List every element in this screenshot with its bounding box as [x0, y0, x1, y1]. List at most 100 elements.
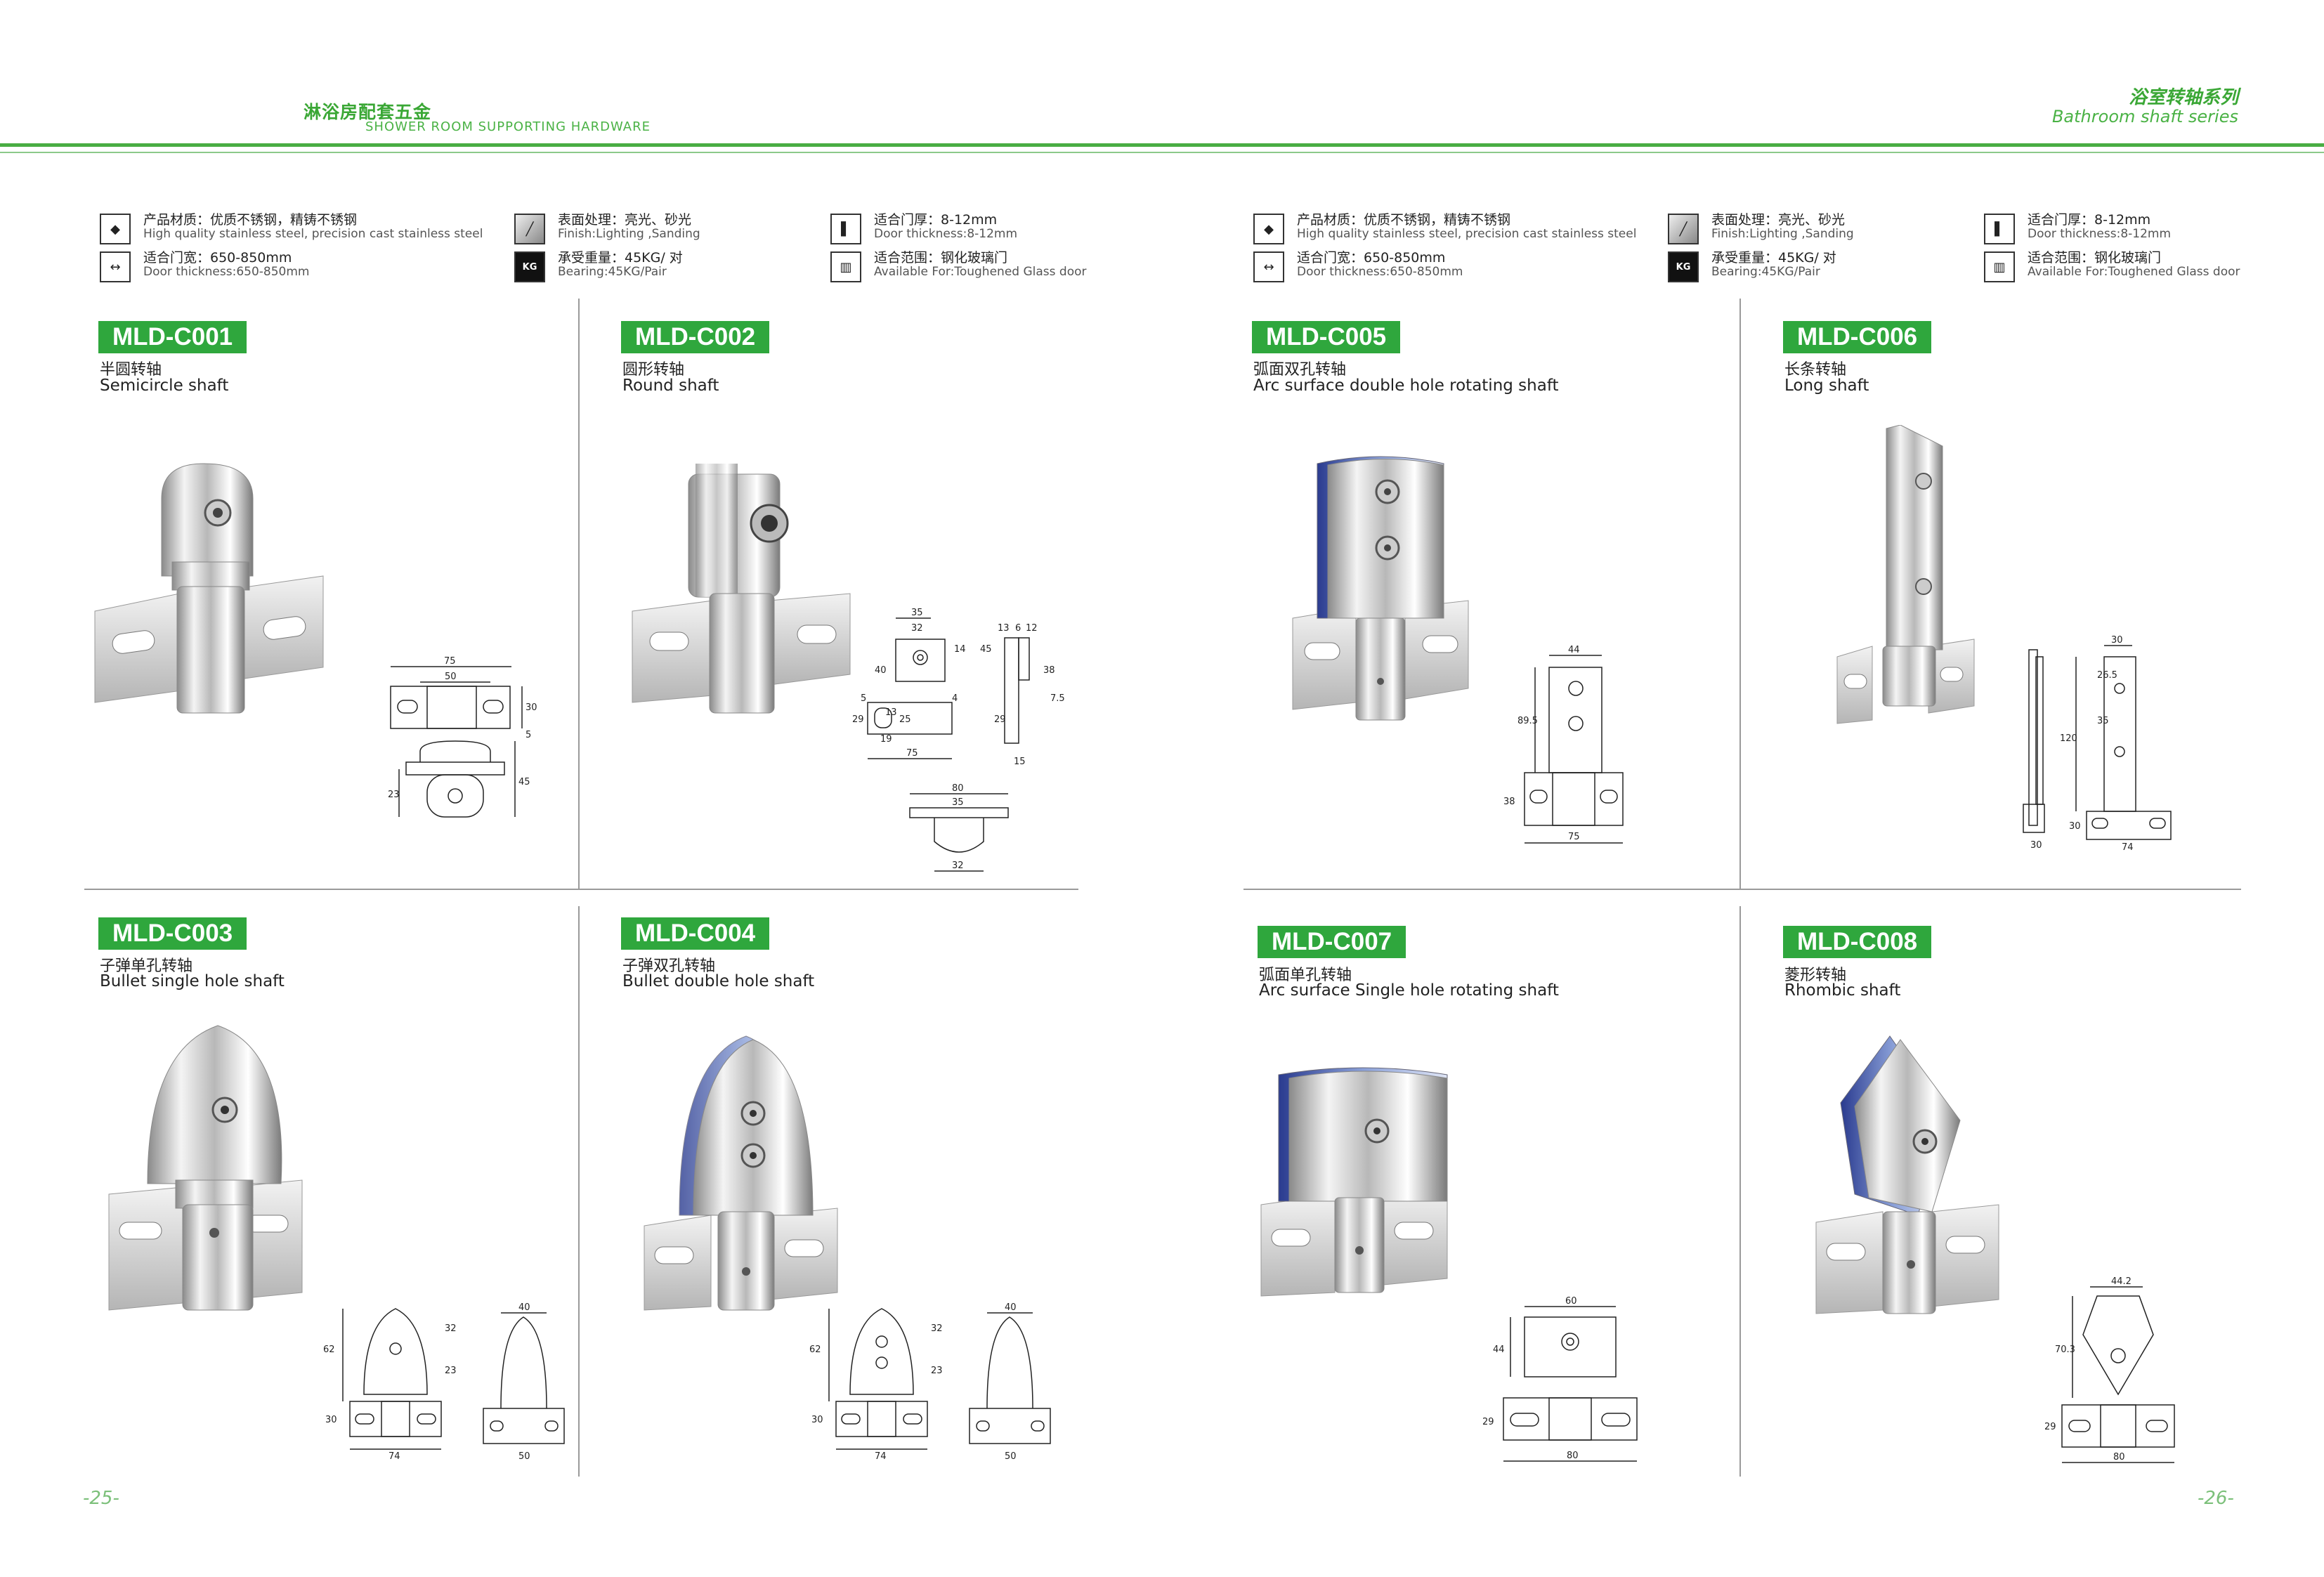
dim-label: 38: [1503, 797, 1515, 807]
dim-label: 15: [1014, 757, 1026, 767]
dim-label: 26.5: [2097, 670, 2117, 681]
series-title-cn: 浴室转轴系列: [2128, 87, 2238, 108]
product-name-cn: 半圆转轴: [100, 361, 162, 379]
dim-label: 7.5: [1050, 693, 1065, 704]
header-title-en: SHOWER ROOM SUPPORTING HARDWARE: [365, 119, 651, 134]
dim-label: 40: [518, 1302, 530, 1313]
width-icon: ↔: [100, 251, 131, 282]
dim-label: 29: [1482, 1417, 1494, 1427]
product-photo: [1834, 425, 1981, 734]
dim-label: 30: [525, 702, 537, 713]
dim-label: 80: [2113, 1452, 2125, 1463]
dim-label: 44.2: [2111, 1276, 2132, 1287]
product-code: MLD-C006: [1783, 321, 1932, 353]
dim-label: 4: [952, 693, 958, 704]
header-rule: [0, 143, 2324, 147]
product-name-cn: 弧面双孔转轴: [1253, 361, 1347, 379]
technical-drawing: 30 30 26.5 35 120 30 74: [2016, 635, 2185, 853]
series-title-en: Bathroom shaft series: [2051, 107, 2238, 126]
product-code: MLD-C004: [621, 917, 770, 950]
surface-icon: ╱: [514, 214, 545, 244]
product-photo: [629, 464, 854, 716]
dim-label: 30: [811, 1415, 823, 1425]
dim-label: 32: [952, 861, 964, 871]
technical-drawing: 60 44 29 80: [1468, 1293, 1658, 1472]
product-code: MLD-C001: [98, 321, 247, 353]
dim-label: 50: [518, 1451, 530, 1462]
header-rule-thin: [0, 152, 2324, 153]
product-name-en: Arc surface double hole rotating shaft: [1253, 377, 1559, 395]
divider: [1243, 889, 2241, 890]
technical-drawing: 75 50 30 5 23 45: [378, 656, 540, 822]
divider: [578, 906, 580, 1477]
dim-label: 30: [2030, 840, 2042, 851]
dim-label: 30: [2111, 635, 2123, 646]
dim-label: 35: [2097, 716, 2109, 726]
dim-label: 19: [880, 734, 892, 745]
product-name-en: Bullet single hole shaft: [100, 972, 285, 990]
dim-label: 29: [852, 714, 864, 725]
product-name-cn: 长条转轴: [1784, 361, 1847, 379]
product-name-en: Round shaft: [622, 377, 719, 395]
dim-label: 25: [899, 714, 911, 725]
weight-icon: KG: [514, 251, 545, 282]
dim-label: 60: [1565, 1296, 1577, 1307]
thickness-icon: ▌: [830, 214, 861, 244]
glass-door-icon: ▥: [1984, 251, 2015, 282]
technical-drawing: 62 32 23 30 74 40 50: [322, 1302, 596, 1472]
dim-label: 74: [875, 1451, 887, 1462]
page-number: -25-: [83, 1488, 119, 1509]
dim-label: 32: [445, 1323, 457, 1334]
dim-label: 23: [445, 1366, 457, 1376]
dim-label: 70.3: [2055, 1344, 2075, 1355]
divider: [578, 299, 580, 889]
dim-label: 23: [388, 790, 400, 800]
product-photo: [1258, 1061, 1454, 1300]
dim-label: 74: [2122, 842, 2134, 853]
dim-label: 50: [1005, 1451, 1017, 1462]
product-name-cn: 子弹双孔转轴: [622, 957, 716, 975]
dim-label: 44: [1568, 645, 1580, 655]
product-name-cn: 菱形转轴: [1784, 967, 1847, 984]
product-code: MLD-C005: [1252, 321, 1401, 353]
product-name-en: Bullet double hole shaft: [622, 972, 815, 990]
product-photo: [91, 457, 327, 724]
dim-label: 14: [954, 644, 966, 655]
dim-label: 29: [2044, 1422, 2056, 1432]
product-code: MLD-C008: [1783, 926, 1932, 958]
dim-label: 45: [980, 644, 992, 655]
dim-label: 80: [952, 783, 964, 794]
dim-label: 120: [2060, 733, 2077, 744]
product-photo: [1289, 450, 1472, 724]
dim-label: 80: [1567, 1451, 1579, 1461]
dim-label: 32: [911, 623, 923, 634]
dim-label: 23: [931, 1366, 943, 1376]
technical-drawing: 62 32 23 30 74 40 50: [808, 1302, 1082, 1472]
dim-label: 35: [911, 608, 923, 618]
dim-label: 62: [809, 1344, 821, 1355]
dim-label: 30: [325, 1415, 337, 1425]
dim-label: 74: [389, 1451, 400, 1462]
material-icon: ◆: [1253, 214, 1284, 244]
dim-label: 12: [1026, 623, 1038, 634]
product-code: MLD-C007: [1258, 926, 1406, 958]
dim-label: 40: [875, 665, 887, 676]
dim-label: 32: [931, 1323, 943, 1334]
dim-label: 44: [1493, 1344, 1505, 1355]
dim-label: 30: [2069, 821, 2081, 832]
dim-label: 75: [1568, 832, 1580, 842]
product-photo: [1813, 1033, 2002, 1321]
surface-icon: ╱: [1668, 214, 1699, 244]
product-name-cn: 圆形转轴: [622, 361, 685, 379]
glass-door-icon: ▥: [830, 251, 861, 282]
dim-label: 89.5: [1517, 716, 1538, 726]
page-number: -26-: [2198, 1488, 2234, 1509]
dim-label: 45: [518, 777, 530, 787]
product-code: MLD-C003: [98, 917, 247, 950]
technical-drawing: 44.2 70.3 29 80: [2041, 1271, 2195, 1472]
dim-label: 75: [444, 656, 456, 667]
product-name-en: Rhombic shaft: [1784, 981, 1901, 1000]
dim-label: 35: [952, 797, 964, 808]
technical-drawing: 35 32 14 40 25 29 13 19 4 5 75 45 13 6 1…: [847, 608, 1078, 877]
weight-icon: KG: [1668, 251, 1699, 282]
